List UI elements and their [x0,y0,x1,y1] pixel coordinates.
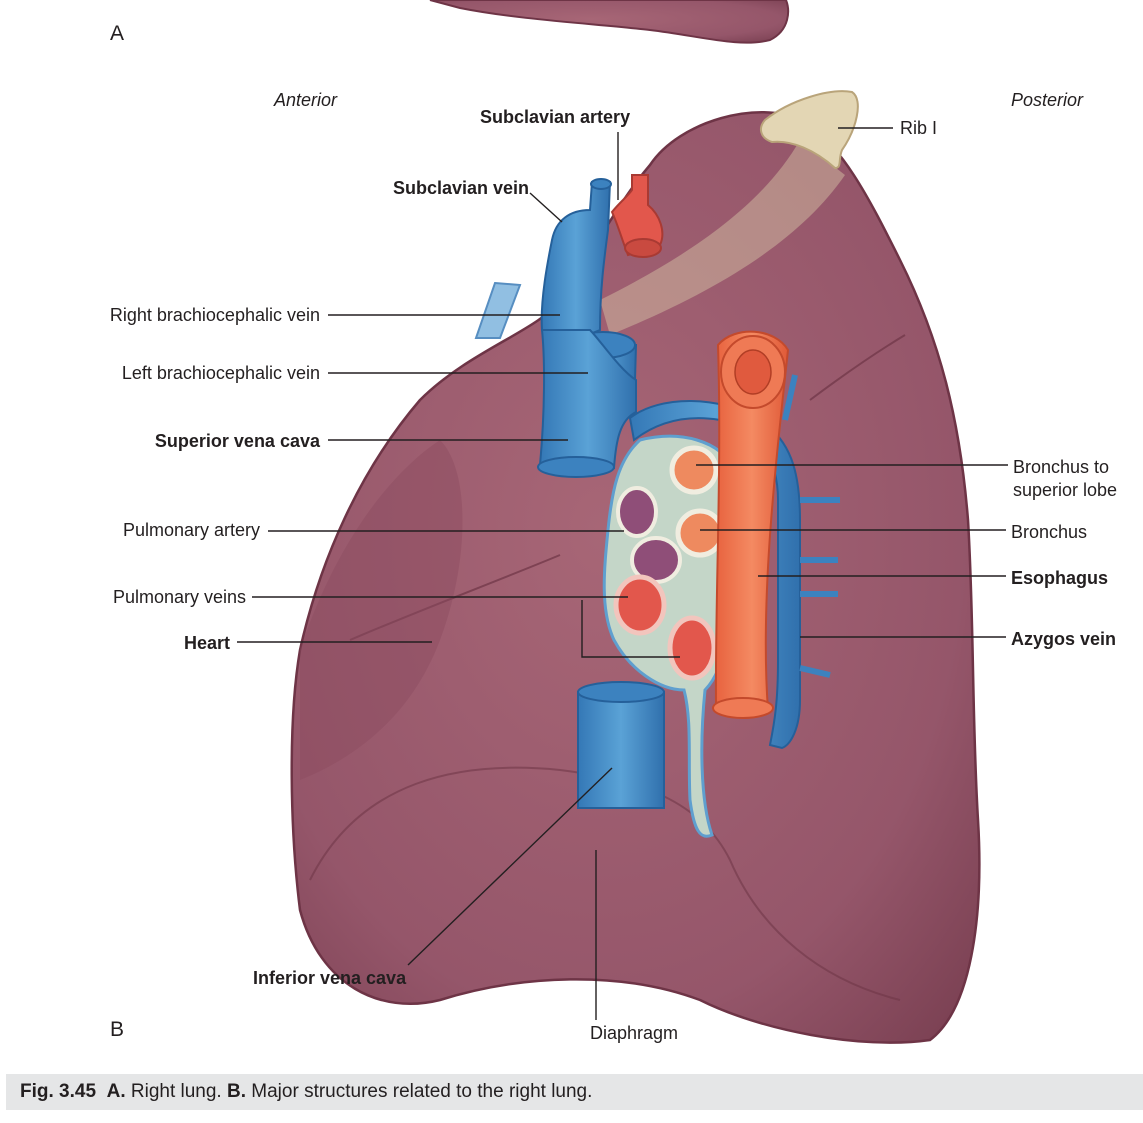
esophagus-top-mucosa [734,349,772,395]
ivc-lumen [577,681,665,703]
caption-figure-number: Fig. 3.45 [20,1081,97,1102]
leader-ivc [407,767,613,966]
pulmonary-vein-lower [667,615,717,681]
superior-vena-cava [538,329,637,470]
leader-pulmonary-veins-branch [581,600,680,658]
subclavian-vein-lumen [590,178,612,190]
svc-lumen [537,456,615,478]
label-right-brachiocephalic-vein: Right brachiocephalic vein [109,305,320,325]
azygos-upper [782,374,798,421]
bronchus-superior-lobe [669,445,719,495]
label-bronchus-superior-lobe-line1: Bronchus to [1013,457,1110,477]
label-pulmonary-veins: Pulmonary veins [112,587,246,607]
leader-lines [237,127,1008,1020]
label-left-brachiocephalic-vein: Left brachiocephalic vein [121,363,320,383]
label-subclavian-vein: Subclavian vein [393,178,530,198]
right-brachiocephalic-vein [540,181,612,342]
pulmonary-vein-upper [613,574,667,636]
label-subclavian-artery: Subclavian artery [480,107,631,127]
inferior-vena-cava [577,691,665,809]
lung-illustration [237,0,1008,1044]
panel-label-b: B [110,1018,125,1041]
label-bronchus-superior-lobe-line2: superior lobe [1013,480,1118,500]
figure-caption: Fig. 3.45 A. Right lung. B. Major struct… [6,1074,1143,1110]
oblique-fissure [349,554,561,641]
lung-a-fragment [429,0,789,44]
label-bronchus: Bronchus [1011,522,1088,542]
label-esophagus: Esophagus [1011,568,1109,588]
subclavian-artery-lumen [624,238,662,258]
label-pulmonary-artery: Pulmonary artery [122,520,260,540]
caption-a-text: Right lung. [130,1081,222,1102]
panel-label-a: A [110,22,125,45]
label-diaphragm: Diaphragm [590,1023,679,1043]
cardiac-impression [300,440,463,780]
label-heart: Heart [183,633,230,653]
orientation-posterior: Posterior [1011,90,1084,110]
bronchus-main [675,508,725,558]
pulmonary-artery-upper [616,486,658,538]
azygos-tributary-4 [799,665,831,678]
esophagus-bottom-lumen [712,697,774,719]
orientation-anterior: Anterior [274,90,338,110]
label-superior-vena-cava: Superior vena cava [154,431,320,451]
caption-b-marker: B. [227,1081,246,1102]
internal-thoracic-vessel [474,281,522,339]
horizontal-fissure [809,334,906,401]
leader-subclavian-vein [529,192,563,223]
label-rib-1: Rib I [900,118,938,138]
caption-b-text: Major structures related to the right lu… [251,1081,593,1102]
label-azygos-vein: Azygos vein [1011,629,1117,649]
caption-a-marker: A. [106,1081,126,1102]
label-inferior-vena-cava: Inferior vena cava [253,968,407,988]
subclavian-artery [610,174,664,257]
rib-1 [759,90,859,170]
rib-1-band [600,140,845,335]
